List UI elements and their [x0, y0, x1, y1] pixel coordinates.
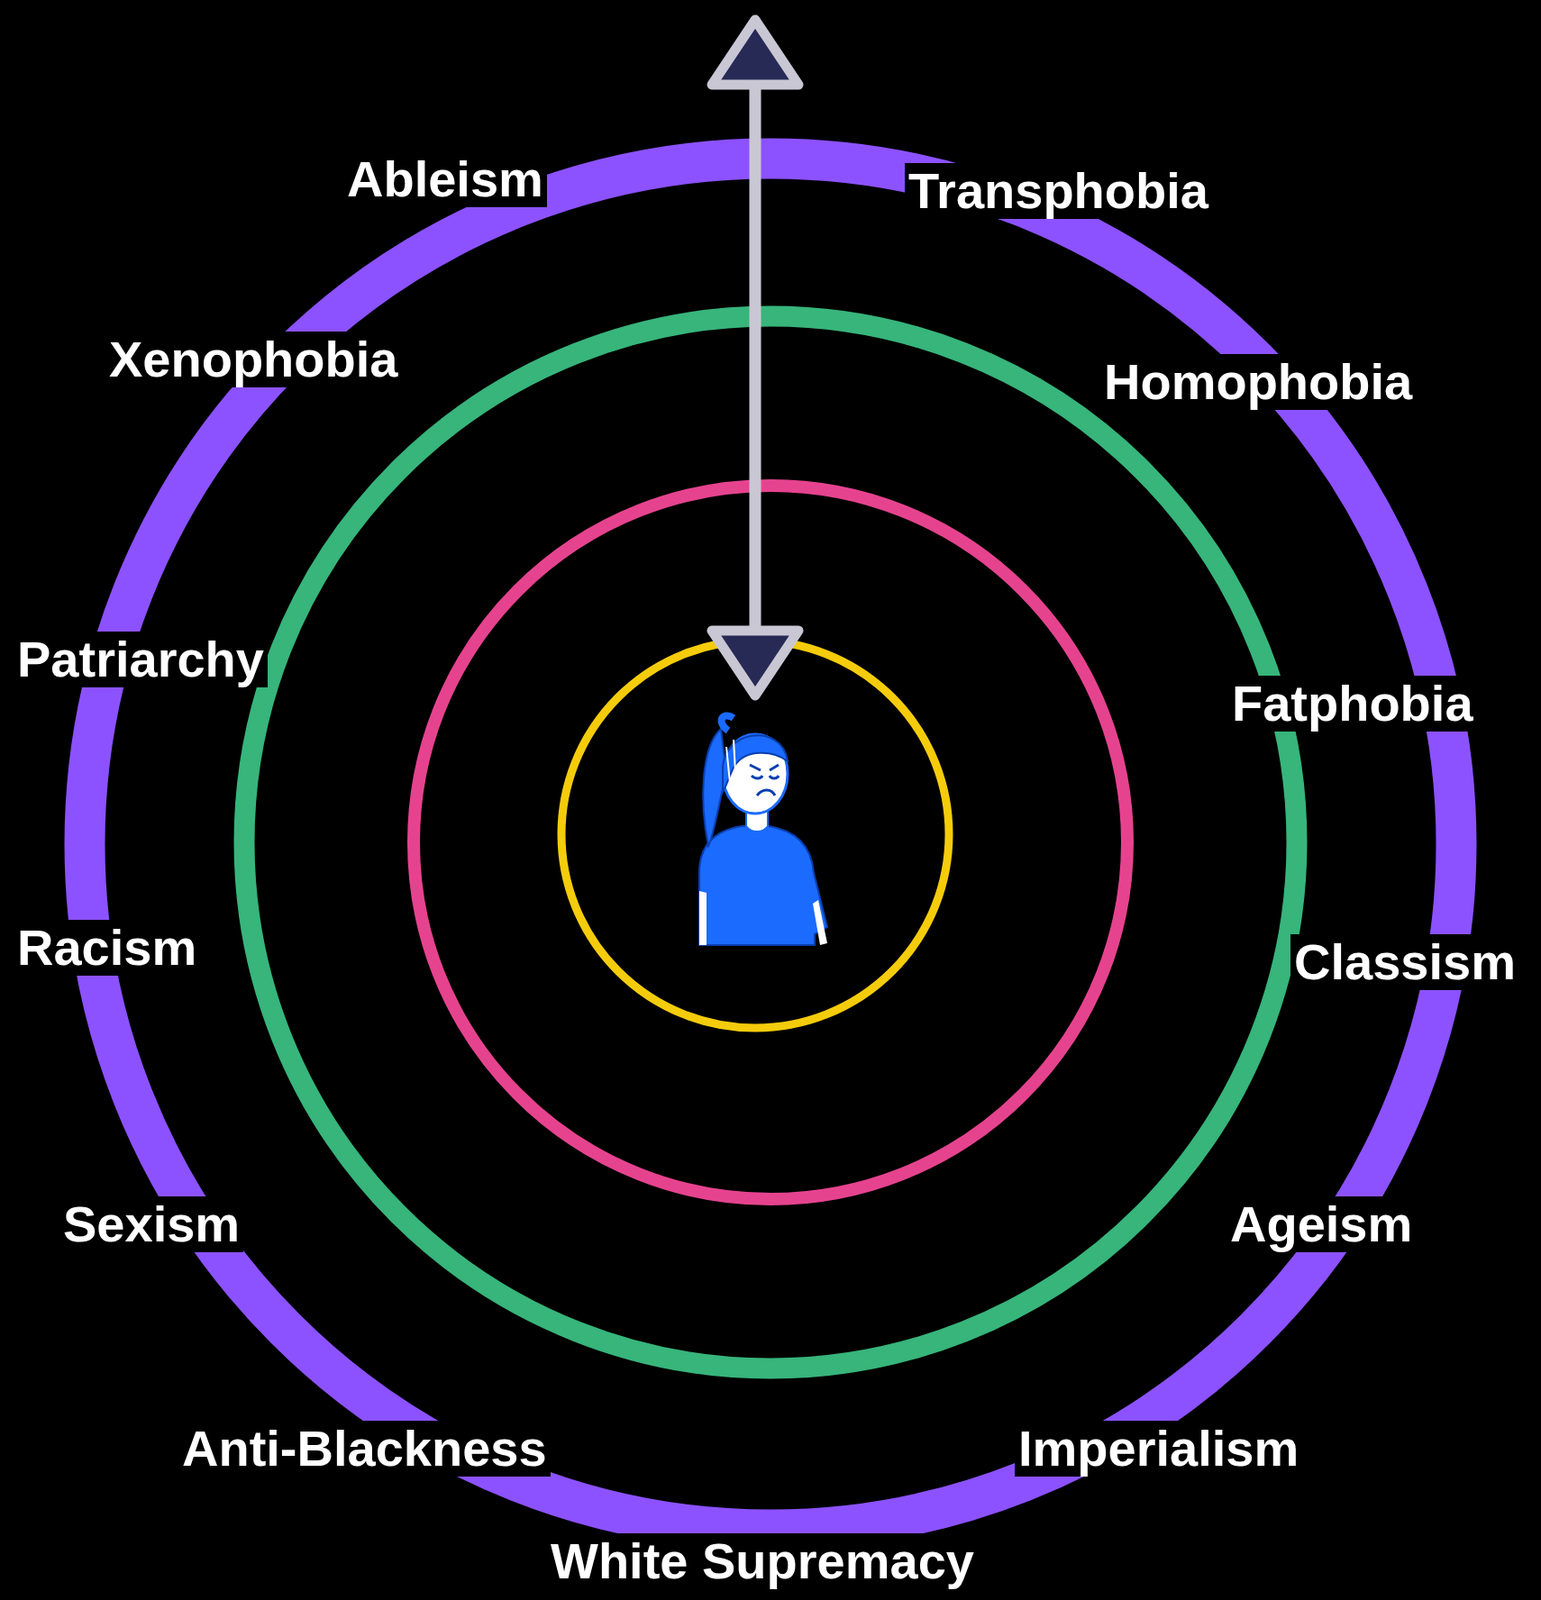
oppression-label: Homophobia [1100, 354, 1416, 411]
oppression-label: Ableism [343, 151, 548, 208]
oppression-label: Classism [1290, 934, 1520, 991]
oppression-label: Imperialism [1014, 1421, 1303, 1478]
double-arrow [711, 19, 799, 696]
oppression-label: Fatphobia [1228, 675, 1478, 732]
sad-person-icon [699, 715, 828, 946]
oppression-label: Patriarchy [13, 631, 268, 688]
oppression-label: White Supremacy [547, 1533, 978, 1590]
oppression-label: Transphobia [904, 163, 1213, 219]
oppression-label: Anti-Blackness [178, 1421, 551, 1478]
oppression-label: Ageism [1226, 1196, 1416, 1253]
inner-ring [413, 485, 1128, 1200]
middle-ring [244, 316, 1297, 1369]
oppression-label: Racism [13, 920, 201, 976]
outer-ring [84, 158, 1457, 1531]
oppression-label: Xenophobia [105, 331, 402, 388]
oppression-label: Sexism [59, 1196, 244, 1253]
